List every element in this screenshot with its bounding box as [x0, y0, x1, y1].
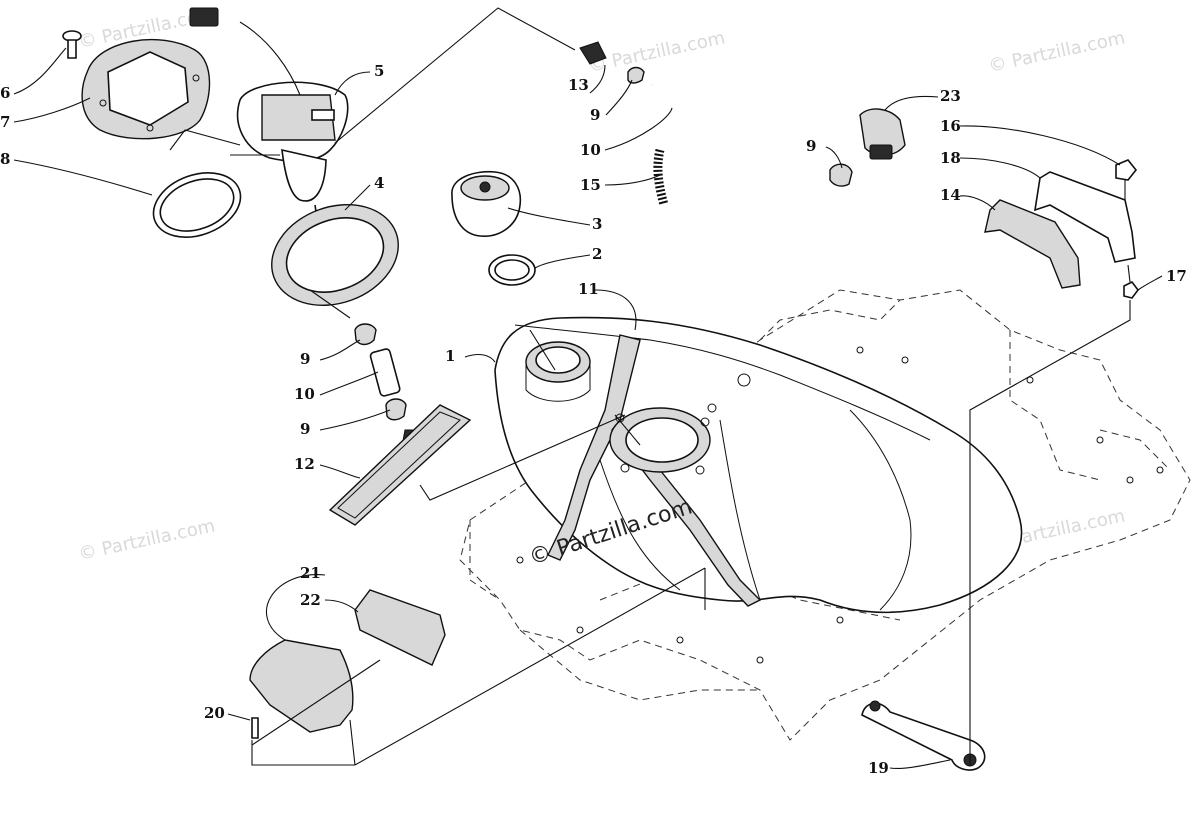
- screw: [251, 717, 259, 739]
- callout-3: 3: [592, 215, 602, 233]
- callout-20: 20: [204, 704, 225, 722]
- callout-8: 8: [0, 150, 10, 168]
- watermark-mid-left: © Partzilla.com: [77, 515, 217, 564]
- cap-gasket-inner: [494, 259, 530, 281]
- callout-9-d: 9: [806, 137, 816, 155]
- callout-18: 18: [940, 149, 961, 167]
- hose-clamp: [627, 66, 645, 84]
- foam-pad: [984, 199, 1081, 289]
- hose-clamp: [385, 398, 407, 421]
- callout-10-a: 10: [294, 385, 315, 403]
- hose-clamp: [354, 323, 377, 346]
- callout-6: 6: [0, 84, 10, 102]
- callout-13: 13: [568, 76, 589, 94]
- callout-1: 1: [445, 347, 455, 365]
- callout-9-c: 9: [590, 106, 600, 124]
- leader-lines: [13, 7, 1163, 769]
- watermark-top-center: © Partzilla.com: [587, 27, 727, 76]
- callout-22: 22: [300, 591, 321, 609]
- lower-bracket: [249, 639, 354, 733]
- mount-bracket: [1034, 171, 1136, 263]
- fuel-filter: [328, 404, 472, 526]
- callout-21: 21: [300, 564, 321, 582]
- callout-7: 7: [0, 113, 10, 131]
- lower-foam-pad: [354, 589, 446, 666]
- pump-cover-gasket: [81, 38, 211, 140]
- fuel-cap: [451, 170, 522, 237]
- callout-12: 12: [294, 455, 315, 473]
- flange-nut: [1115, 159, 1138, 181]
- callout-10-b: 10: [580, 141, 601, 159]
- callout-labels: 6 7 8 5 4 9 10 9 12 3 2 11 1 13 9 10 15 …: [0, 62, 1187, 777]
- callout-17: 17: [1166, 267, 1187, 285]
- lock-ring: [271, 204, 399, 306]
- callout-23: 23: [940, 87, 961, 105]
- hose-clamp: [829, 163, 853, 187]
- o-ring-large-inner: [159, 178, 235, 232]
- check-valve: [859, 108, 906, 160]
- callout-2: 2: [592, 245, 602, 263]
- callout-5: 5: [374, 62, 384, 80]
- callout-11: 11: [578, 280, 599, 298]
- watermark-top-right: © Partzilla.com: [987, 27, 1127, 76]
- callout-4: 4: [374, 174, 384, 192]
- callout-19: 19: [868, 759, 889, 777]
- callout-14: 14: [940, 186, 961, 204]
- bolt: [62, 30, 82, 59]
- callout-16: 16: [940, 117, 961, 135]
- vent-fitting: [579, 41, 607, 65]
- fuel-tank: [494, 316, 1023, 614]
- callout-9-b: 9: [300, 420, 310, 438]
- callout-9-a: 9: [300, 350, 310, 368]
- callout-15: 15: [580, 176, 601, 194]
- fuel-pump: [189, 7, 349, 226]
- fuel-hose-short: [369, 348, 401, 397]
- well-nut: [1123, 280, 1139, 299]
- corrugated-hose: [653, 148, 669, 207]
